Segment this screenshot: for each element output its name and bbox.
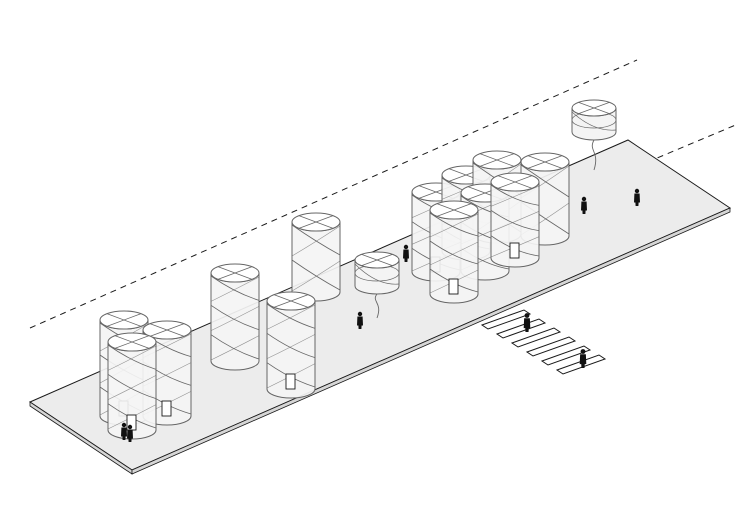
dashed-boundary-upper xyxy=(29,59,638,329)
door-icon xyxy=(161,400,172,417)
pavilion-group xyxy=(354,99,617,319)
crosswalk-stripe xyxy=(540,345,592,366)
floating-pavilion xyxy=(571,99,617,171)
crosswalk xyxy=(480,309,607,375)
tower-group xyxy=(99,150,570,440)
door-icon xyxy=(448,278,459,295)
cylinder-tower xyxy=(266,291,316,399)
door-icon xyxy=(285,373,296,390)
cylinder-tower xyxy=(210,263,260,371)
crosswalk-stripe xyxy=(525,336,577,357)
cylinder-tower xyxy=(490,172,540,268)
cylinder-tower xyxy=(429,200,479,304)
cylinder-tower xyxy=(291,212,341,302)
door-icon xyxy=(509,242,520,259)
crosswalk-stripe xyxy=(480,309,532,330)
cylinder-tower xyxy=(107,332,157,440)
crosswalk-stripe xyxy=(510,327,562,348)
floating-pavilion xyxy=(354,251,400,319)
